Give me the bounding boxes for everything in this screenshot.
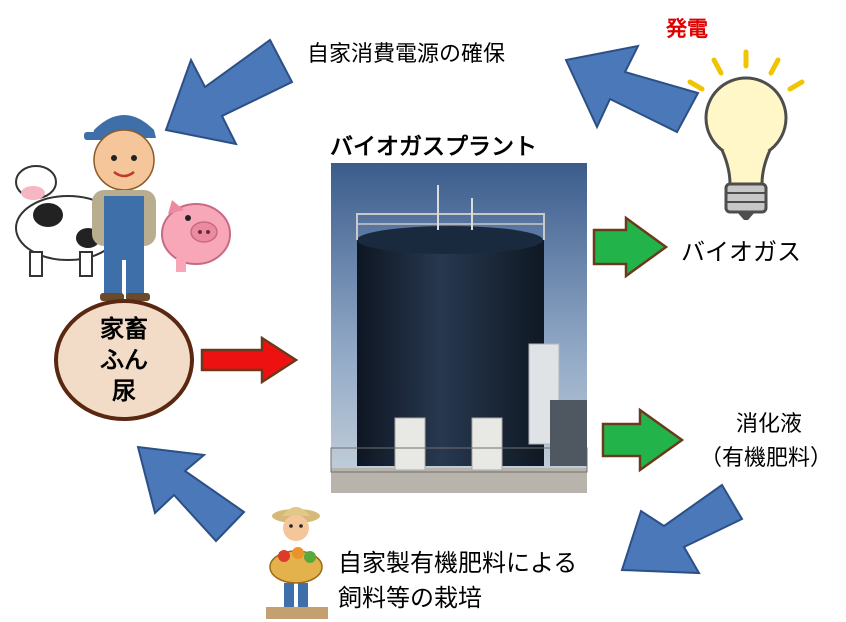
- digestate-label: 消化液: [736, 412, 803, 437]
- cultivation-label-line1: 自家製有機肥料による: [338, 549, 578, 577]
- plant-title: バイオガスプラント: [330, 134, 537, 160]
- pig-icon: [161, 200, 231, 272]
- arrow-plant-to-digestate: [601, 407, 685, 473]
- arrow-supply-to-farmer: [164, 38, 294, 146]
- manure-label-line3: 尿: [112, 376, 136, 405]
- organic-fertilizer-label: （有機肥料）: [700, 446, 833, 471]
- arrow-digestate-to-cultivation: [620, 483, 744, 575]
- biogas-label: バイオガス: [681, 238, 801, 266]
- cultivation-label-line2: 飼料等の栽培: [338, 584, 482, 612]
- manure-label-line2: ふん: [100, 345, 148, 374]
- light-bulb-icon: [687, 49, 805, 220]
- manure-label-line1: 家畜: [100, 314, 148, 343]
- power-generation-label: 発電: [666, 17, 708, 41]
- vegetable-farmer-icon: [266, 507, 328, 619]
- farmer-icon: [84, 115, 156, 301]
- biogas-tank-photo: [330, 163, 588, 493]
- power-supply-label: 自家消費電源の確保: [307, 42, 506, 67]
- arrow-plant-to-biogas: [592, 215, 669, 279]
- arrow-bulb-to-supply: [564, 44, 700, 134]
- arrow-manure-to-plant: [200, 335, 299, 385]
- arrow-cultivation-to-manure: [136, 445, 246, 543]
- manure-circle: 家畜 ふん 尿: [54, 299, 194, 421]
